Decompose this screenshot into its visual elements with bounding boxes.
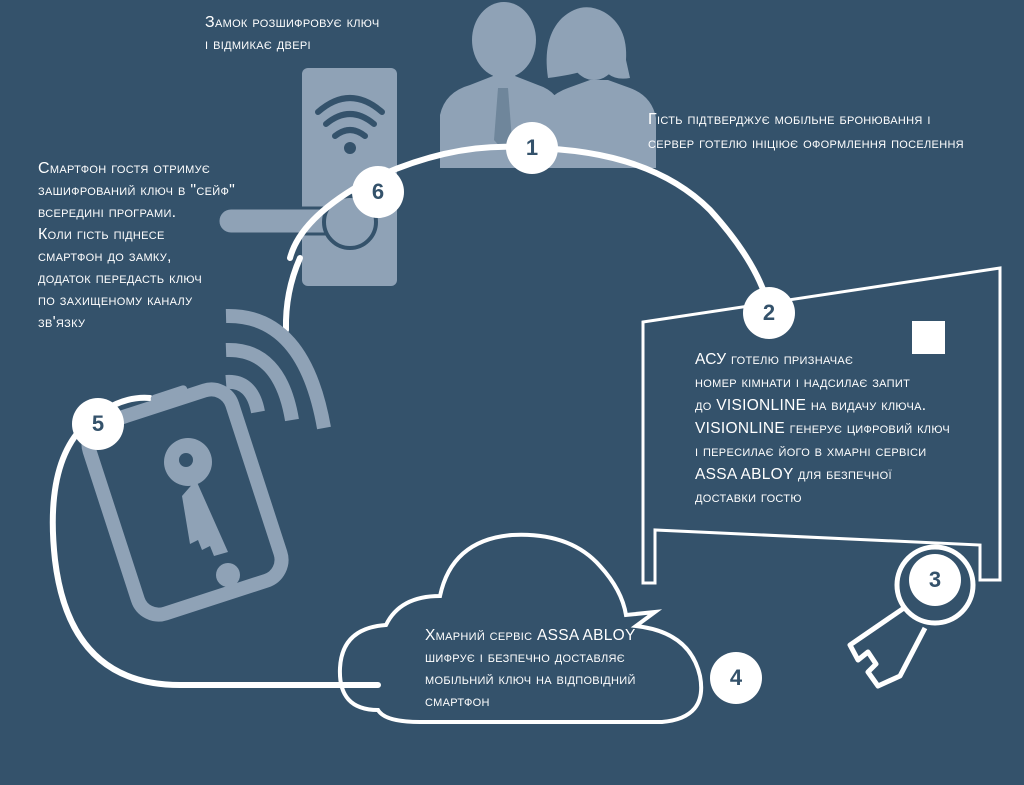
step-1-line: сервер готелю ініціює оформлення поселен… — [648, 135, 964, 152]
step-6-line: додаток передасть ключ — [38, 270, 203, 287]
step-number-1: 1 — [506, 122, 558, 174]
step-4-line: смартфон — [425, 693, 490, 710]
step-2-line: АСУ готелю призначає — [695, 351, 854, 368]
step-number-6: 6 — [352, 166, 404, 218]
step-2-line: до VISIONLINE на видачу ключа. — [695, 397, 927, 414]
cloud-icon — [337, 532, 704, 724]
step-2-line: VISIONLINE генерує цифровий ключ — [695, 420, 950, 437]
step-number-3: 3 — [909, 554, 961, 606]
step-6-line: зашифрований ключ в "сейф" — [38, 182, 236, 199]
step-1-line: Гість підтверджує мобільне бронювання і — [648, 111, 931, 128]
lock-caption-line: і відмикає двері — [205, 36, 311, 53]
step-number-5: 5 — [72, 398, 124, 450]
lock-caption-line: Замок розшифровує ключ — [205, 14, 380, 31]
wireless-signal-icon — [225, 308, 331, 430]
step-2-line: доставки гостю — [695, 489, 802, 506]
step-6-line: по захищеному каналу — [38, 292, 193, 309]
step-1-text: Гість підтверджує мобільне бронювання і … — [648, 108, 964, 156]
people-icon — [440, 2, 656, 168]
step-4-line: мобільний ключ на відповідний — [425, 671, 636, 688]
step-6-line: зв'язку — [38, 314, 86, 331]
step-6-line: всередині програми. — [38, 204, 177, 221]
server-document-icon — [641, 266, 1002, 585]
step-6-line: Коли гість піднесе — [38, 226, 165, 243]
step-6-line: Смартфон гостя отримує — [38, 160, 211, 177]
step-number-4: 4 — [710, 652, 762, 704]
step-2-line: ASSA ABLOY для безпечної — [695, 466, 892, 483]
step-number-2: 2 — [743, 287, 795, 339]
step-4-line: шифрує і безпечно доставляє — [425, 649, 626, 666]
smartphone-key-icon — [81, 382, 289, 622]
step-4-text: Хмарний сервіс ASSA ABLOY шифрує і безпе… — [425, 625, 636, 713]
panel-square-mark — [912, 321, 945, 354]
key-icon — [847, 544, 976, 689]
lock-caption: Замок розшифровує ключ і відмикає двері — [205, 12, 380, 56]
step-2-line: номер кімнати і надсилає запит — [695, 374, 911, 391]
step-2-line: і пересилає його в хмарні сервіси — [695, 443, 927, 460]
step-4-line: Хмарний сервіс ASSA ABLOY — [425, 627, 636, 644]
step-2-text: АСУ готелю призначає номер кімнати і над… — [695, 348, 950, 509]
step-6-line: смартфон до замку, — [38, 248, 172, 265]
step-6-text: Смартфон гостя отримує зашифрований ключ… — [38, 158, 235, 334]
